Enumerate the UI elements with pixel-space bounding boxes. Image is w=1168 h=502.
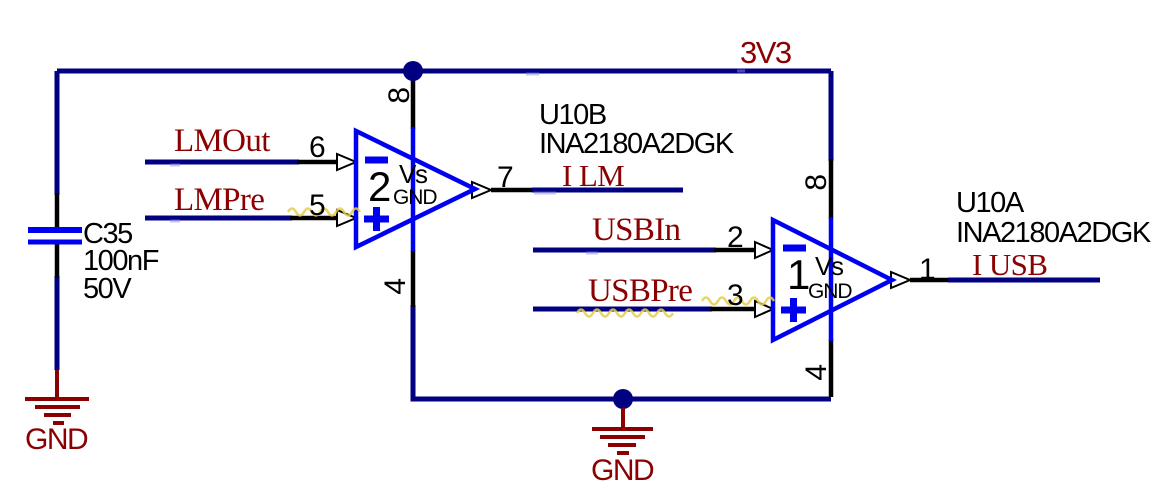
- net-label-lmout[interactable]: LMOut: [174, 123, 270, 159]
- net-label-i-usb[interactable]: I USB: [972, 247, 1048, 282]
- u10b-pin-number-8: 8: [383, 88, 416, 104]
- u10a-channel-number: 1: [787, 251, 810, 298]
- u10a-pin-number-4: 4: [800, 365, 833, 381]
- u10a-gnd-label: GND: [808, 280, 853, 303]
- junction-dot-3v3: [403, 61, 423, 81]
- u10b-pin-number-5: 5: [309, 189, 326, 222]
- u10b-gnd-label: GND: [393, 186, 438, 209]
- capacitor-value[interactable]: 100nF: [83, 245, 159, 277]
- u10b-vs-label: Vs: [399, 159, 428, 189]
- wire-ground-rail[interactable]: [410, 305, 831, 402]
- u10a-pin-number-1: 1: [919, 253, 936, 286]
- highlight-squiggle-lmpre: [286, 207, 362, 217]
- plus-input-icon: [781, 298, 806, 322]
- u10a-pin-number-8: 8: [800, 175, 833, 191]
- u10b-designator[interactable]: U10B: [539, 99, 607, 131]
- opamp-u10a-symbol[interactable]: [770, 216, 897, 344]
- capacitor-designator[interactable]: C35: [83, 218, 133, 250]
- power-label-3v3[interactable]: 3V3: [740, 35, 792, 70]
- capacitor-voltage[interactable]: 50V: [83, 273, 132, 305]
- arrow-u10a-inverting-icon: [754, 240, 776, 260]
- net-label-usbpre[interactable]: USBPre: [588, 273, 693, 309]
- u10b-channel-number: 2: [368, 163, 391, 210]
- ground-label-left[interactable]: GND: [25, 423, 89, 456]
- u10a-part-number[interactable]: INA2180A2DGK: [956, 217, 1151, 249]
- ground-label-middle[interactable]: GND: [591, 454, 655, 487]
- u10a-vs-label: Vs: [815, 251, 844, 281]
- ground-symbol-left[interactable]: [25, 370, 89, 425]
- u10b-pin-number-4: 4: [379, 279, 412, 295]
- capacitor-symbol[interactable]: [28, 227, 82, 245]
- highlight-squiggle-usbpre-pin: [700, 296, 776, 306]
- u10a-designator[interactable]: U10A: [956, 187, 1024, 219]
- net-label-i-lm[interactable]: I LM: [562, 158, 625, 193]
- opamp-u10b-symbol[interactable]: [353, 127, 481, 251]
- u10b-pin-number-7: 7: [497, 161, 514, 194]
- net-label-lmpre[interactable]: LMPre: [174, 182, 265, 218]
- u10a-pin-number-3: 3: [727, 279, 744, 312]
- ground-symbol-middle[interactable]: [592, 408, 653, 455]
- u10a-pin-number-2: 2: [727, 221, 744, 254]
- plus-input-icon: [364, 207, 389, 231]
- junction-dot-gnd: [613, 389, 633, 409]
- highlight-squiggle-usbpre-wire: [575, 308, 675, 318]
- net-label-usbin[interactable]: USBIn: [592, 212, 681, 248]
- u10b-part-number[interactable]: INA2180A2DGK: [539, 128, 734, 160]
- u10b-pin-number-6: 6: [309, 131, 326, 164]
- arrow-u10b-inverting-icon: [336, 152, 359, 172]
